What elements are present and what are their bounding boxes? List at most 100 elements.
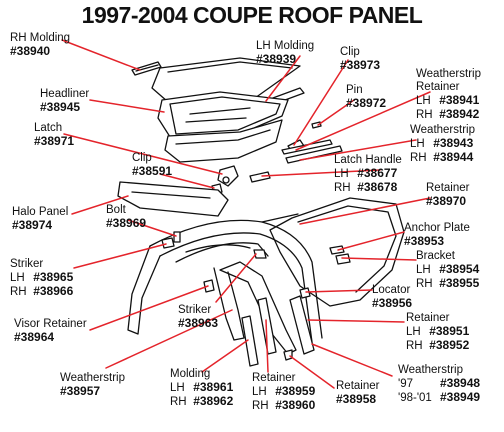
diagram-title: 1997-2004 COUPE ROOF PANEL <box>81 2 423 28</box>
part-number-rh: #38678 <box>357 180 398 194</box>
label-striker: Striker LH #38965 RH #38966 <box>10 258 74 298</box>
part-number-lh: #38959 <box>275 384 316 398</box>
part-number: #38945 <box>40 100 81 114</box>
bracket-part <box>335 253 351 265</box>
label-latch-handle: Latch Handle LH #38677 RH #38678 <box>334 154 402 194</box>
part-name: Clip <box>132 152 152 164</box>
part-name: Headliner <box>40 88 90 100</box>
leader-lines <box>61 39 431 389</box>
part-name: Retainer <box>406 312 450 324</box>
label-retainer-58: Retainer #38958 <box>336 380 379 406</box>
part-number-lh: #38677 <box>357 166 398 180</box>
part-number: #38964 <box>14 330 55 344</box>
part-name: Latch Handle <box>334 154 402 166</box>
part-name: Clip <box>340 46 360 58</box>
part-number: #38974 <box>12 218 53 232</box>
part-number-rh: #38952 <box>429 338 470 352</box>
label-weatherstrip-48: Weatherstrip '97#38948 '98-'01#38949 <box>398 364 481 404</box>
part-number: #38970 <box>426 194 467 208</box>
part-number-lh: #38943 <box>433 136 474 150</box>
part-number-rh: #38942 <box>439 107 480 121</box>
part-name: Weatherstrip <box>410 124 475 136</box>
label-halo-panel: Halo Panel #38974 <box>12 206 68 232</box>
retainer-51-part <box>289 295 315 355</box>
part-number: #38939 <box>256 52 297 66</box>
label-bolt: Bolt #38969 <box>106 204 146 230</box>
molding-61-part <box>241 315 259 367</box>
part-number: #38957 <box>60 384 101 398</box>
weatherstrip-retainer-part <box>281 139 333 155</box>
latch-handle-part <box>249 171 271 183</box>
label-weatherstrip-43: Weatherstrip LH #38943 RH #38944 <box>410 124 475 164</box>
part-number-rh: #38955 <box>439 276 480 290</box>
label-rh-molding: RH Molding #38940 <box>10 32 70 58</box>
part-number: #38940 <box>10 44 51 58</box>
part-name: Retainer <box>252 372 296 384</box>
label-striker-63: Striker #38963 <box>178 304 218 330</box>
label-retainer-59: Retainer LH #38959 RH #38960 <box>252 372 316 412</box>
pin-part <box>311 121 322 129</box>
part-number-lh: #38941 <box>439 93 480 107</box>
part-number: #38956 <box>372 296 413 310</box>
halo-panel-part <box>117 181 229 217</box>
part-number: #38973 <box>340 58 381 72</box>
weatherstrip-43-part <box>285 145 343 164</box>
visor-retainer-part <box>203 279 215 293</box>
part-number-lh: #38961 <box>193 380 234 394</box>
part-name: Bolt <box>106 204 126 216</box>
part-number-lh: #38954 <box>439 262 480 276</box>
part-number: #38972 <box>346 96 387 110</box>
label-weatherstrip-57: Weatherstrip #38957 <box>60 372 125 398</box>
part-number: #38953 <box>404 234 445 248</box>
part-name: Anchor Plate <box>404 222 470 234</box>
label-weatherstrip-retainer: Weatherstrip Retainer LH #38941 RH #3894… <box>416 68 481 121</box>
part-name: RH Molding <box>10 32 71 44</box>
label-retainer-70: Retainer #38970 <box>426 182 469 208</box>
part-name: Molding <box>170 368 211 380</box>
bolt-part <box>173 231 181 243</box>
part-number: #38591 <box>132 164 173 178</box>
part-name: Weatherstrip <box>60 372 125 384</box>
part-number-rh: #38966 <box>33 284 74 298</box>
part-name: Striker <box>10 258 44 270</box>
part-name: Retainer <box>336 380 380 392</box>
retainer-59-part <box>257 297 277 355</box>
headliner-part <box>157 91 289 141</box>
label-clip-38973: Clip #38973 <box>340 46 380 72</box>
part-number-rh: #38944 <box>433 150 474 164</box>
label-anchor-plate: Anchor Plate #38953 <box>404 222 470 248</box>
part-number-rh: #38960 <box>275 398 316 412</box>
anchor-plate-part <box>329 245 345 255</box>
part-number-98-01: #38949 <box>440 390 481 404</box>
label-headliner: Headliner #38945 <box>40 88 89 114</box>
part-name: Retainer <box>426 182 470 194</box>
part-number: #38971 <box>34 134 75 148</box>
part-name: Weatherstrip <box>398 364 463 376</box>
part-number-lh: #38951 <box>429 324 470 338</box>
part-number-97: #38948 <box>440 376 481 390</box>
part-name: Visor Retainer <box>14 318 87 330</box>
part-name: Pin <box>346 84 363 96</box>
part-name: Latch <box>34 122 63 134</box>
part-name: LH Molding <box>256 40 315 52</box>
part-name: Locator <box>372 284 411 296</box>
label-lh-molding: LH Molding #38939 <box>256 40 314 66</box>
part-number: #38958 <box>336 392 377 406</box>
label-retainer-51: Retainer LH #38951 RH #38952 <box>406 312 470 352</box>
label-pin: Pin #38972 <box>346 84 386 110</box>
label-latch: Latch #38971 <box>34 122 74 148</box>
locator-part <box>299 287 311 299</box>
part-number-lh: #38965 <box>33 270 74 284</box>
label-locator: Locator #38956 <box>372 284 412 310</box>
part-number: #38969 <box>106 216 147 230</box>
striker-part <box>161 237 175 249</box>
label-visor-retainer: Visor Retainer #38964 <box>14 318 87 344</box>
label-clip-38591: Clip #38591 <box>132 152 172 178</box>
part-name: Halo Panel <box>12 206 69 218</box>
part-name: Striker <box>178 304 212 316</box>
label-molding-61: Molding LH #38961 RH #38962 <box>170 368 234 408</box>
part-name: Bracket <box>416 250 455 262</box>
retainer-58-part <box>283 349 293 361</box>
